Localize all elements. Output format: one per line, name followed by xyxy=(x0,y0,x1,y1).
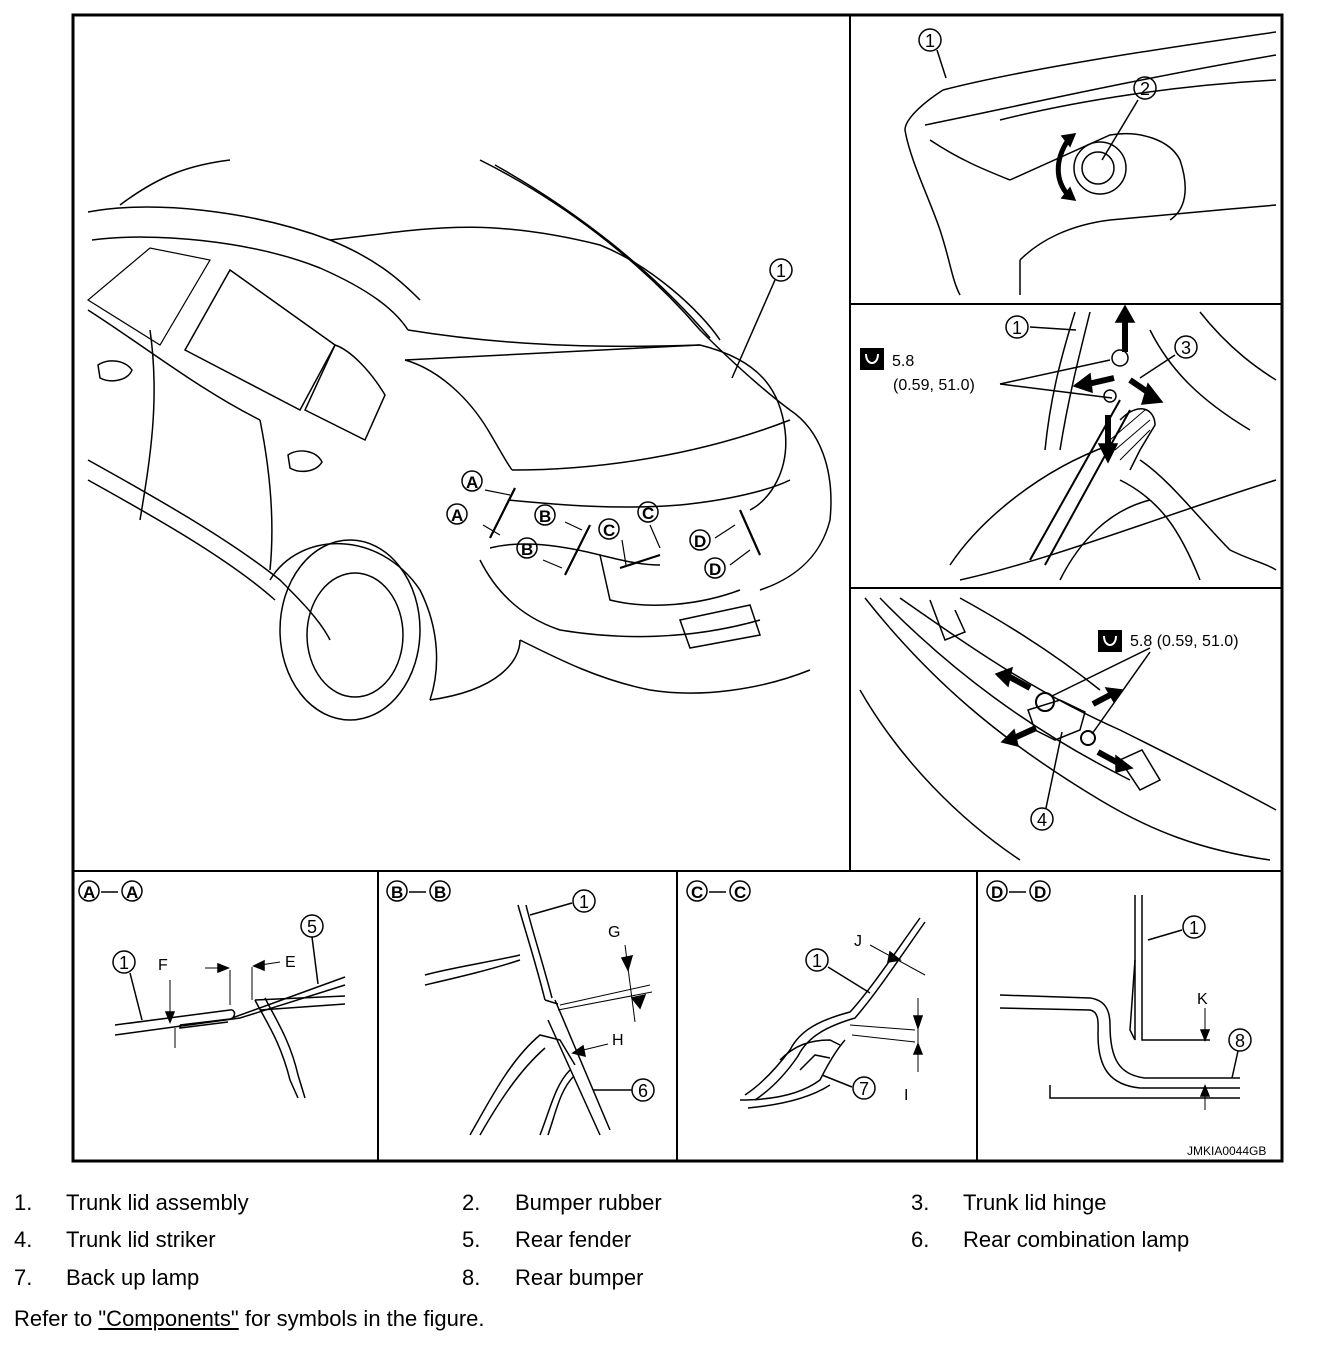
bumper-rubber-view: 1 2 xyxy=(904,28,1277,296)
section-marker-b-upper: B xyxy=(539,507,551,526)
legend-label: Trunk lid striker xyxy=(66,1227,216,1252)
legend-label: Back up lamp xyxy=(66,1265,200,1290)
section-marker-d-upper: D xyxy=(694,532,706,551)
callout-1-bumper-view: 1 xyxy=(925,31,935,51)
legend-row: 7. Back up lamp 8. Rear bumper xyxy=(0,1265,1328,1295)
callout-1-main: 1 xyxy=(776,261,786,281)
torque-value-hinge: 5.8 xyxy=(892,353,914,370)
trunk-striker-view: 5.8 (0.59, 51.0) 4 xyxy=(859,597,1277,861)
torque-value-striker: 5.8 (0.59, 51.0) xyxy=(1130,633,1239,650)
section-cut-lines xyxy=(482,487,762,576)
legend-label: Rear bumper xyxy=(515,1265,644,1290)
legend-number: 7. xyxy=(14,1265,33,1290)
legend-number: 5. xyxy=(462,1227,481,1252)
gap-label-e: E xyxy=(285,954,296,971)
gap-label-h: H xyxy=(612,1032,624,1049)
trunk-lid-diagram: A A B B C C D D 1 1 2 xyxy=(71,13,1284,1163)
note-prefix: Refer to xyxy=(14,1306,99,1331)
legend-number: 4. xyxy=(14,1227,33,1252)
section-d-d-label-right: D xyxy=(1034,883,1046,902)
section-marker-a-lower: A xyxy=(451,506,463,525)
callout-2: 2 xyxy=(1140,79,1150,99)
callout-1-section-a: 1 xyxy=(119,953,129,973)
torque-detail-hinge: (0.59, 51.0) xyxy=(893,377,975,394)
gap-label-j: J xyxy=(854,933,862,950)
callout-1-section-b: 1 xyxy=(579,892,589,912)
section-d-d-view: D D K 1 8 xyxy=(986,880,1252,1110)
callout-1-hinge-view: 1 xyxy=(1012,318,1022,338)
section-c-c-label-right: C xyxy=(734,883,746,902)
torque-wrench-icon xyxy=(860,348,884,370)
legend-label: Trunk lid hinge xyxy=(963,1190,1107,1215)
components-note: Refer to "Components" for symbols in the… xyxy=(14,1306,485,1332)
section-c-c-view: C C I J 1 7 xyxy=(686,880,926,1109)
gap-label-k: K xyxy=(1197,991,1208,1008)
callout-7: 7 xyxy=(859,1079,869,1099)
callout-3: 3 xyxy=(1181,338,1191,358)
legend-label: Bumper rubber xyxy=(515,1190,662,1215)
callout-4: 4 xyxy=(1037,810,1047,830)
callout-1-section-d: 1 xyxy=(1189,918,1199,938)
callout-6: 6 xyxy=(638,1081,648,1101)
gap-label-f: F xyxy=(158,957,168,974)
components-link[interactable]: "Components" xyxy=(98,1306,239,1331)
legend-label: Rear fender xyxy=(515,1227,632,1252)
gap-label-i: I xyxy=(904,1087,908,1104)
legend-row: 4. Trunk lid striker 5. Rear fender 6. R… xyxy=(0,1227,1328,1257)
callout-8: 8 xyxy=(1235,1031,1245,1051)
callout-1-section-c: 1 xyxy=(812,951,822,971)
section-b-b-label-left: B xyxy=(391,883,403,902)
section-d-d-label-left: D xyxy=(991,883,1003,902)
trunk-hinge-view: 5.8 (0.59, 51.0) 1 3 xyxy=(860,304,1277,581)
legend-number: 8. xyxy=(462,1265,481,1290)
legend-number: 1. xyxy=(14,1190,33,1215)
legend-row: 1. Trunk lid assembly 2. Bumper rubber 3… xyxy=(0,1190,1328,1220)
section-marker-b-lower: B xyxy=(521,540,533,559)
section-marker-c-left: C xyxy=(603,521,615,540)
section-marker-a-upper: A xyxy=(466,473,478,492)
note-suffix: for symbols in the figure. xyxy=(238,1306,485,1331)
figure-code: JMKIA0044GB xyxy=(1187,1144,1266,1158)
callout-5: 5 xyxy=(307,917,317,937)
legend-label: Trunk lid assembly xyxy=(66,1190,249,1215)
legend-number: 3. xyxy=(911,1190,930,1215)
section-c-c-label-left: C xyxy=(691,883,703,902)
section-a-a-label-left: A xyxy=(83,883,95,902)
section-a-a-label-right: A xyxy=(126,883,138,902)
section-markers-main: A A B B C C D D xyxy=(446,470,726,579)
section-marker-d-lower: D xyxy=(709,560,721,579)
legend-label: Rear combination lamp xyxy=(963,1227,1190,1252)
section-a-a-view: A A E F 1 5 xyxy=(78,880,346,1099)
section-b-b-view: B B G H 1 6 xyxy=(386,880,655,1136)
section-marker-c-right: C xyxy=(642,504,654,523)
torque-wrench-icon-striker xyxy=(1098,630,1122,652)
section-b-b-label-right: B xyxy=(434,883,446,902)
gap-label-g: G xyxy=(608,924,620,941)
legend-number: 6. xyxy=(911,1227,930,1252)
car-rear-view xyxy=(86,159,832,721)
legend-number: 2. xyxy=(462,1190,481,1215)
